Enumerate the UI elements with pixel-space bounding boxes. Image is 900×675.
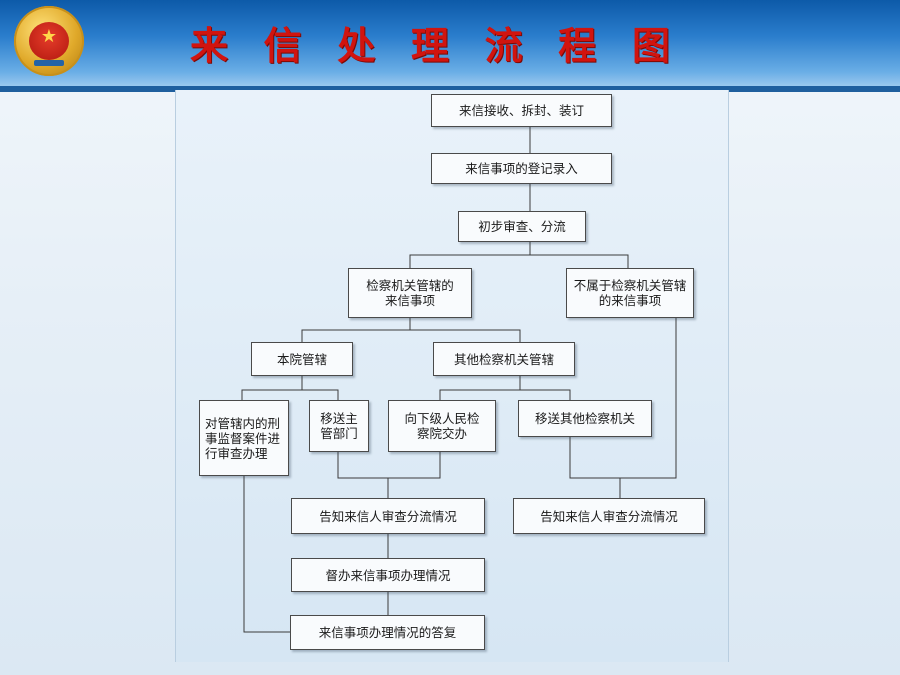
step-this-court: 本院管辖 [251,342,353,376]
step-label: 不属于检察机关管辖的来信事项 [573,278,687,308]
star-icon: ★ [40,26,58,47]
step-supervise: 督办来信事项办理情况 [291,558,485,592]
step-label: 对管辖内的刑事监督案件进行审查办理 [205,415,281,461]
connector [439,389,571,400]
connector [620,318,677,479]
connector [409,254,629,268]
emblem-ribbon [34,60,64,66]
step-label: 初步审查、分流 [478,219,566,234]
step-label: 来信接收、拆封、装订 [458,103,584,118]
step-reply: 来信事项办理情况的答复 [290,615,485,650]
step-other-procuratorate: 其他检察机关管辖 [433,342,575,376]
title-char: 处 [337,23,376,68]
step-label: 督办来信事项办理情况 [325,567,451,583]
step-label: 移送其他检察机关 [534,411,635,426]
title-char: 图 [631,23,670,68]
step-transfer-other: 移送其他检察机关 [518,400,652,437]
header-divider [0,86,900,92]
step-label: 来信事项办理情况的答复 [318,625,457,640]
title-char: 程 [558,23,597,68]
step-receive: 来信接收、拆封、装订 [431,94,612,127]
header-bar [0,0,900,90]
title-char: 来 [190,23,229,68]
step-notify-right: 告知来信人审查分流情况 [513,498,705,534]
step-review: 初步审查、分流 [458,211,586,242]
step-label: 来信事项的登记录入 [465,161,578,176]
step-label: 告知来信人审查分流情况 [319,508,457,524]
step-not-procuratorate: 不属于检察机关管辖的来信事项 [566,268,694,318]
step-label: 告知来信人审查分流情况 [540,508,678,524]
title-char: 理 [410,23,449,68]
national-emblem-icon: ★ [14,6,84,76]
title-char: 流 [484,23,523,68]
connector [337,452,441,479]
step-transfer-department: 移送主管部门 [309,400,369,452]
connector [243,476,290,633]
title-char: 信 [263,23,302,68]
step-label: 其他检察机关管辖 [453,351,554,367]
step-label: 移送主管部门 [320,411,358,441]
step-label: 检察机关管辖的来信事项 [366,278,454,308]
step-notify-left: 告知来信人审查分流情况 [291,498,485,534]
step-label: 向下级人民检察院交办 [404,411,480,441]
step-label: 本院管辖 [276,351,327,367]
step-criminal-supervision: 对管辖内的刑事监督案件进行审查办理 [199,400,289,476]
emblem-shield: ★ [29,22,69,60]
step-register: 来信事项的登记录入 [431,153,612,184]
page-title: 来 信 处 理 流 程 图 [190,18,670,74]
connector [301,329,521,342]
connector [241,389,339,400]
step-lower-level: 向下级人民检察院交办 [388,400,496,452]
connector [569,437,621,498]
step-procuratorate-jurisdiction: 检察机关管辖的来信事项 [348,268,472,318]
